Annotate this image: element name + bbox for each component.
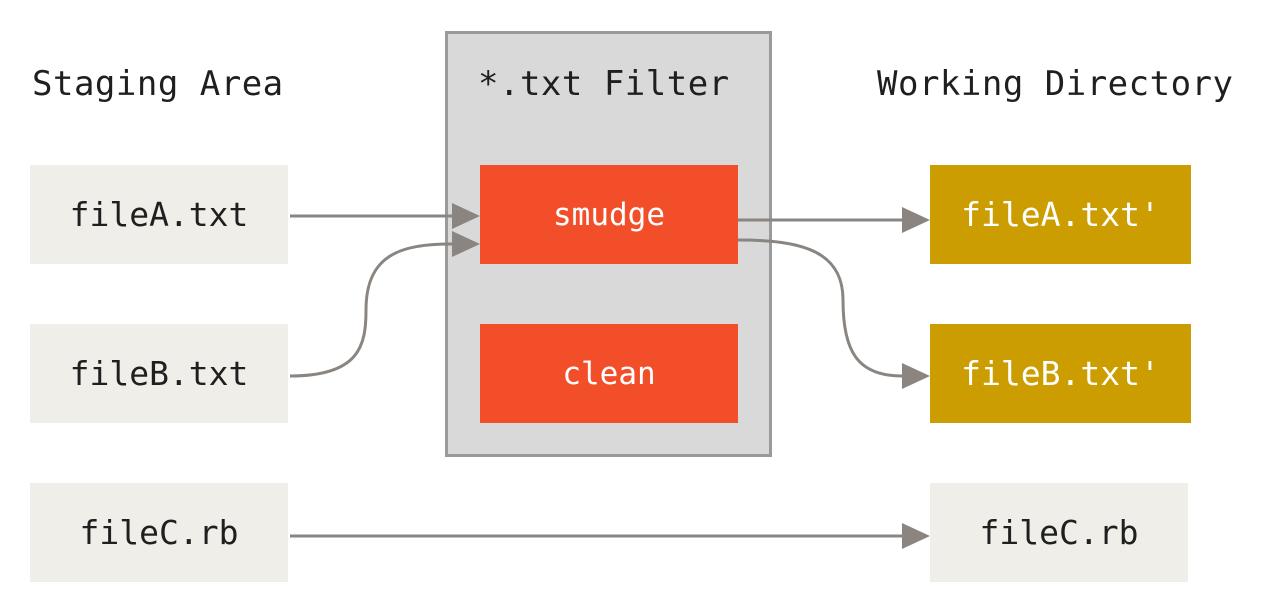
arrowhead-smudge-bottom (452, 231, 480, 257)
working-file-a: fileA.txt' (930, 165, 1191, 264)
staging-area-heading: Staging Area (32, 64, 284, 104)
working-file-c: fileC.rb (930, 483, 1188, 582)
clean-filter: clean (480, 324, 738, 423)
staging-file-b: fileB.txt (30, 324, 288, 423)
working-directory-heading: Working Directory (877, 64, 1234, 104)
filter-heading: *.txt Filter (478, 64, 730, 104)
working-file-b: fileB.txt' (930, 324, 1191, 423)
staging-file-c: fileC.rb (30, 483, 288, 582)
staging-file-a: fileA.txt (30, 165, 288, 264)
arrowhead-working-c (902, 523, 930, 549)
arrow-smudge-to-working-b (737, 238, 903, 378)
arrow-file-b-to-smudge (289, 242, 453, 378)
smudge-filter: smudge (480, 165, 738, 264)
arrowhead-working-a (902, 207, 930, 233)
arrowhead-working-b (902, 363, 930, 389)
arrowhead-smudge-top (452, 203, 480, 229)
